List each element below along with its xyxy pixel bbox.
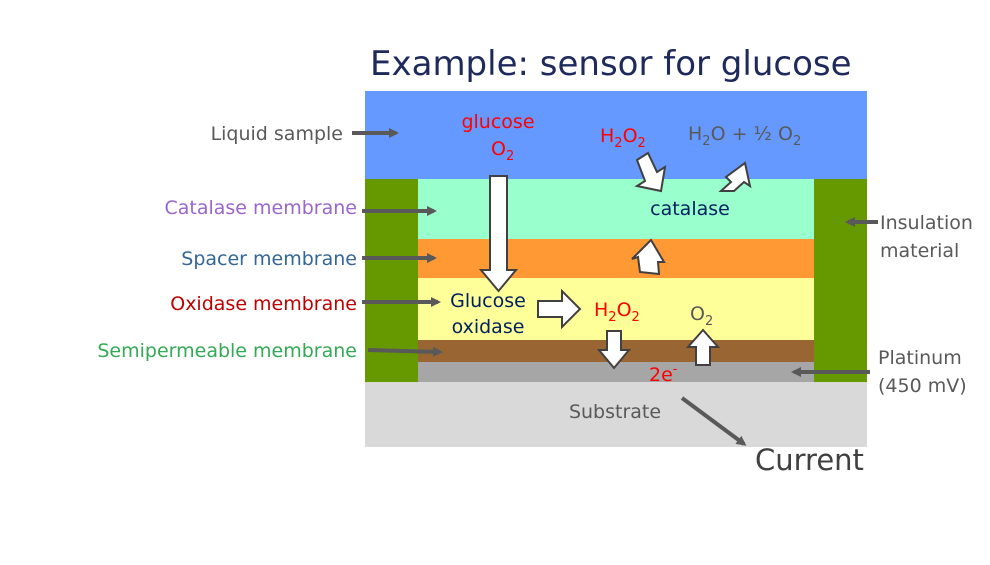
label-h2o2-top: H2O2 bbox=[600, 125, 646, 151]
insulation-right bbox=[814, 179, 867, 382]
label-catalase-membrane: Catalase membrane bbox=[164, 197, 357, 219]
block-arrow-o2-up bbox=[685, 328, 721, 366]
label-oxidase-membrane: Oxidase membrane bbox=[170, 293, 357, 315]
oxidase-membrane-layer bbox=[418, 278, 814, 340]
catalase-membrane-layer bbox=[418, 179, 814, 239]
label-products: H2O + ½ O2 bbox=[688, 123, 801, 149]
block-arrow-h2o2-to-catalase bbox=[634, 151, 667, 193]
block-arrow-oxidase-right bbox=[537, 288, 582, 330]
arrow-semipermeable-membrane bbox=[367, 346, 443, 357]
label-electrons: 2e- bbox=[649, 362, 678, 386]
block-arrow-catalase-to-products bbox=[718, 161, 752, 192]
label-platinum-line1: Platinum bbox=[878, 347, 962, 369]
label-glucose-oxidase-line1: Glucose bbox=[450, 290, 526, 312]
liquid-sample-layer bbox=[365, 91, 867, 179]
label-glucose: glucose bbox=[461, 111, 534, 133]
label-insulation-line2: material bbox=[880, 240, 959, 262]
label-insulation-line1: Insulation bbox=[880, 212, 973, 234]
label-spacer-membrane: Spacer membrane bbox=[181, 248, 357, 270]
label-semipermeable-membrane: Semipermeable membrane bbox=[97, 340, 357, 362]
block-arrow-spacer-up bbox=[631, 238, 666, 276]
label-substrate: Substrate bbox=[569, 401, 661, 423]
label-platinum-line2: (450 mV) bbox=[878, 375, 967, 397]
label-h2o2-mid: H2O2 bbox=[594, 299, 640, 325]
label-o2-main: O2 bbox=[491, 138, 514, 164]
platinum-layer bbox=[418, 362, 814, 382]
block-arrow-h2o2-down bbox=[596, 330, 632, 370]
arrow-current bbox=[680, 396, 747, 446]
label-glucose-oxidase-line2: oxidase bbox=[452, 316, 525, 338]
label-catalase: catalase bbox=[650, 198, 730, 220]
substrate-layer bbox=[365, 382, 867, 447]
spacer-membrane-layer bbox=[418, 239, 814, 278]
page-title: Example: sensor for glucose bbox=[370, 44, 852, 84]
label-liquid-sample: Liquid sample bbox=[211, 123, 343, 145]
label-o2-low: O2 bbox=[690, 303, 713, 329]
label-current: Current bbox=[755, 443, 864, 477]
block-arrow-glucose-down bbox=[478, 175, 519, 293]
